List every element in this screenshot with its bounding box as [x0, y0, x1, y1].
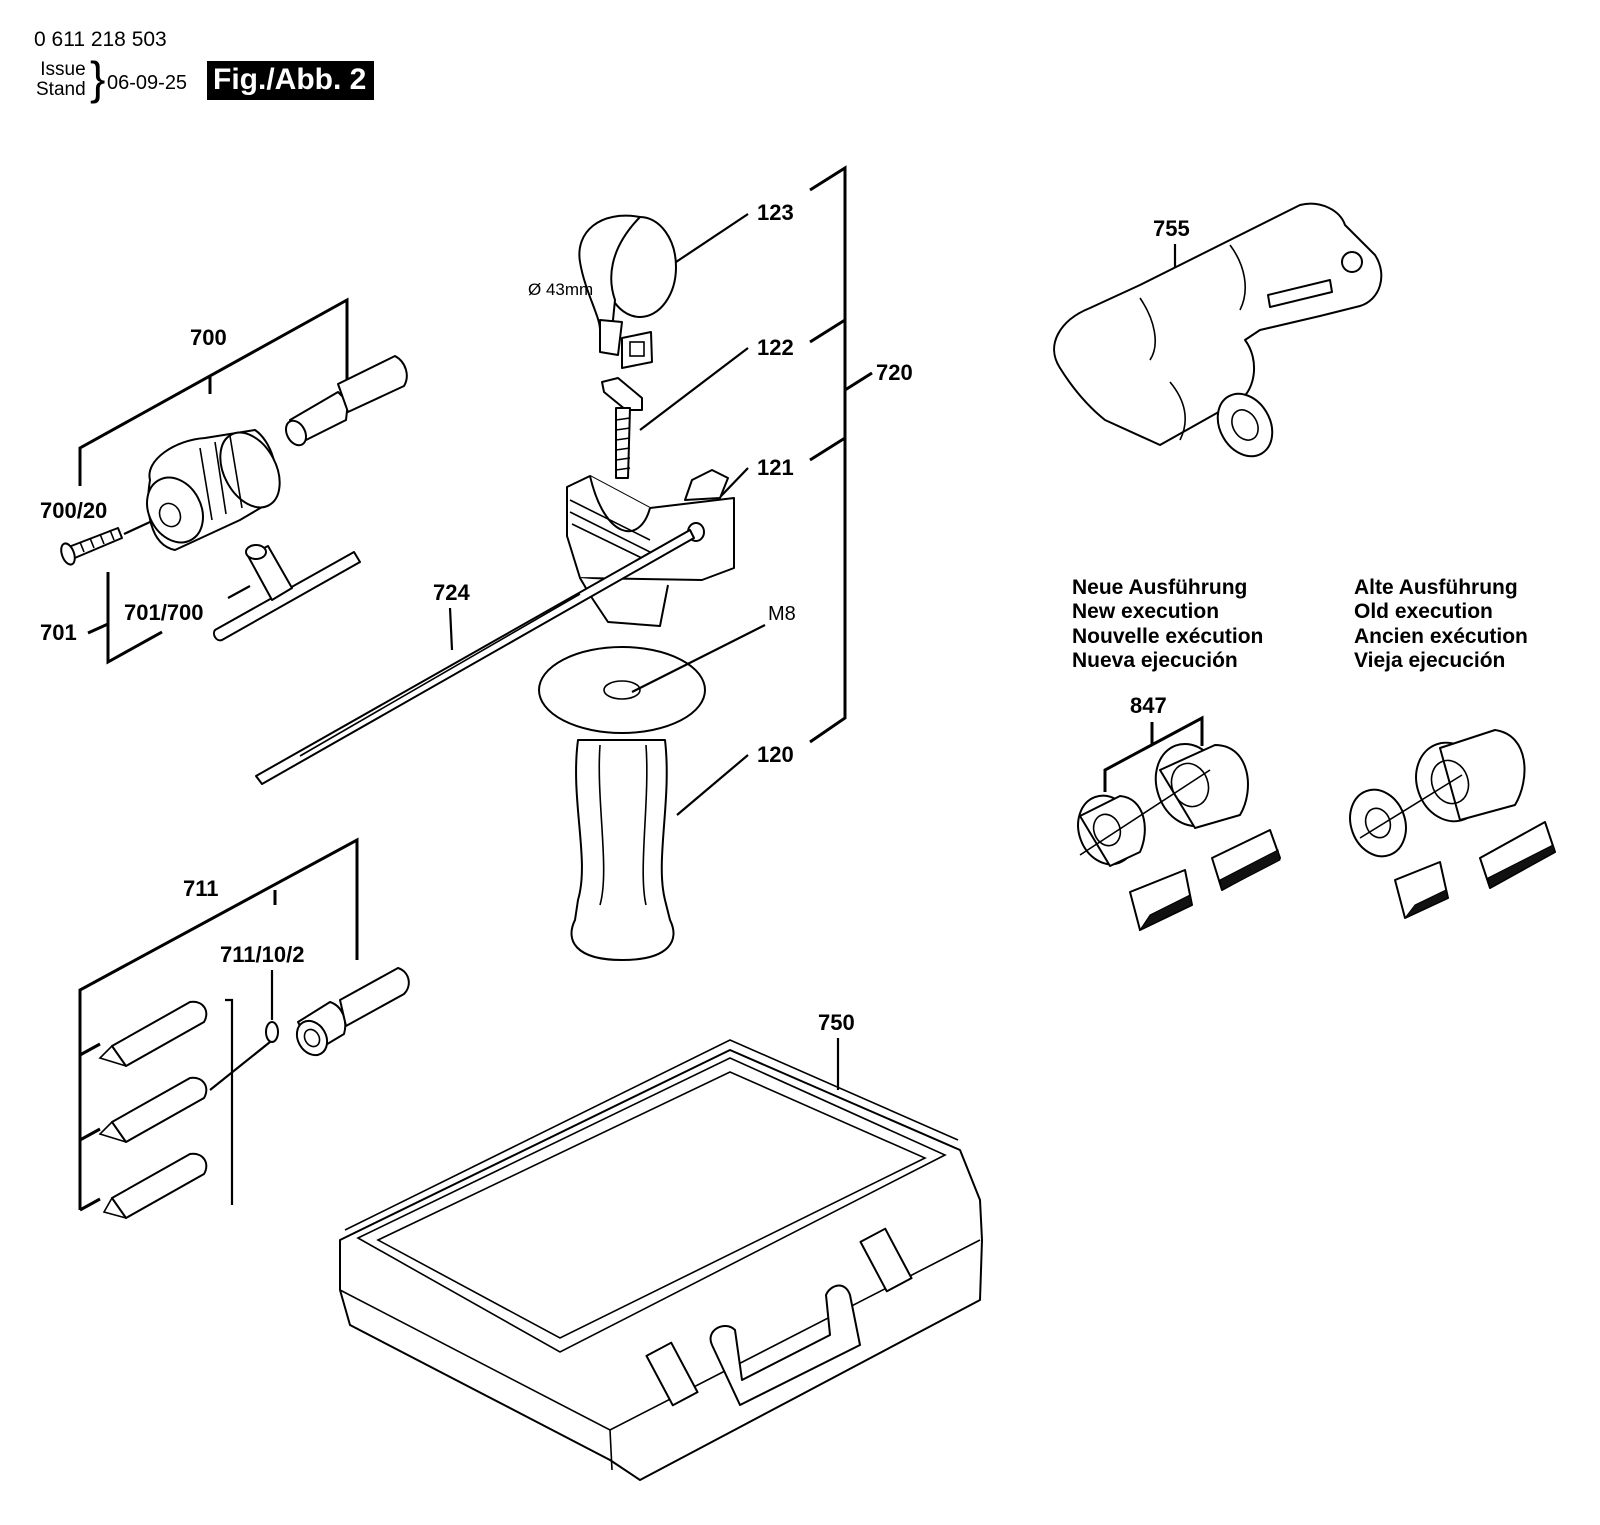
note-old-es: Vieja ejecución — [1354, 649, 1505, 672]
group-720-bracket — [809, 165, 873, 744]
new-execution-note: Neue Ausführung New execution Nouvelle e… — [1072, 576, 1263, 672]
callout-700: 700 — [190, 325, 227, 350]
leader-122 — [639, 347, 749, 431]
note-new-de: Neue Ausführung — [1072, 576, 1247, 599]
callout-m8: M8 — [768, 603, 796, 625]
leader-700-20 — [123, 521, 151, 535]
screwdriver-bit-3 — [102, 1152, 208, 1219]
note-new-fr: Nouvelle exécution — [1072, 625, 1263, 648]
callout-121: 121 — [757, 455, 794, 480]
issue-label: Issue Stand — [36, 60, 86, 100]
bolt-part-122 — [601, 377, 643, 479]
callout-120: 120 — [757, 742, 794, 767]
note-new-es: Nueva ejecución — [1072, 649, 1238, 672]
group-711-bracket — [78, 837, 359, 1212]
callout-720: 720 — [876, 360, 913, 385]
chuck-key-part-701 — [212, 544, 361, 642]
carrying-case-part-750 — [339, 1039, 983, 1481]
part-number: 0 611 218 503 — [34, 28, 167, 51]
note-old-en: Old execution — [1354, 600, 1493, 623]
screw-part-700-20 — [60, 527, 123, 566]
new-execution-parts-847 — [1077, 742, 1281, 932]
callout-724: 724 — [433, 580, 470, 605]
callout-123: 123 — [757, 200, 794, 225]
figure-title: Fig./Abb. 2 — [207, 61, 375, 100]
callout-701: 701 — [40, 620, 77, 645]
note-old-de: Alte Ausführung — [1354, 576, 1518, 599]
note-new-en: New execution — [1072, 600, 1219, 623]
callout-755: 755 — [1153, 216, 1190, 241]
callout-847: 847 — [1130, 693, 1167, 718]
angle-attachment-part-755 — [1053, 202, 1383, 458]
issue-label-de: Stand — [36, 79, 86, 100]
handle-part-120 — [538, 646, 706, 961]
bit-holder-part-711 — [265, 967, 410, 1057]
screwdriver-bit-1 — [98, 1000, 208, 1067]
depth-rod-part-724 — [255, 529, 695, 785]
callout-750: 750 — [818, 1010, 855, 1035]
drill-chuck-part-700 — [146, 355, 408, 551]
issue-date: 06-09-25 — [107, 72, 188, 94]
group-700-bracket — [78, 297, 349, 665]
leader-701-700 — [227, 585, 251, 599]
callout-711-10-2: 711/10/2 — [220, 942, 304, 967]
callout-701-700: 701/700 — [124, 600, 204, 625]
screwdriver-bit-2 — [98, 1076, 208, 1143]
leader-711-bit — [209, 1041, 271, 1091]
old-execution-note: Alte Ausführung Old execution Ancien exé… — [1354, 576, 1528, 672]
callout-711: 711 — [183, 876, 219, 901]
old-execution-parts — [1349, 729, 1556, 919]
leader-m8 — [631, 624, 766, 693]
holder-part-121 — [566, 469, 735, 627]
group-847-bracket — [1103, 715, 1204, 792]
issue-label-en: Issue — [40, 59, 86, 80]
leader-123 — [675, 213, 749, 263]
issue-brace: } — [90, 52, 106, 104]
note-old-fr: Ancien exécution — [1354, 625, 1528, 648]
callout-700-20: 700/20 — [40, 498, 107, 523]
leader-120 — [676, 754, 749, 816]
clamp-band-part-123 — [578, 214, 677, 369]
dimension-diameter: Ø 43mm — [528, 280, 593, 299]
callout-122: 122 — [757, 335, 794, 360]
leader-724 — [448, 607, 454, 651]
